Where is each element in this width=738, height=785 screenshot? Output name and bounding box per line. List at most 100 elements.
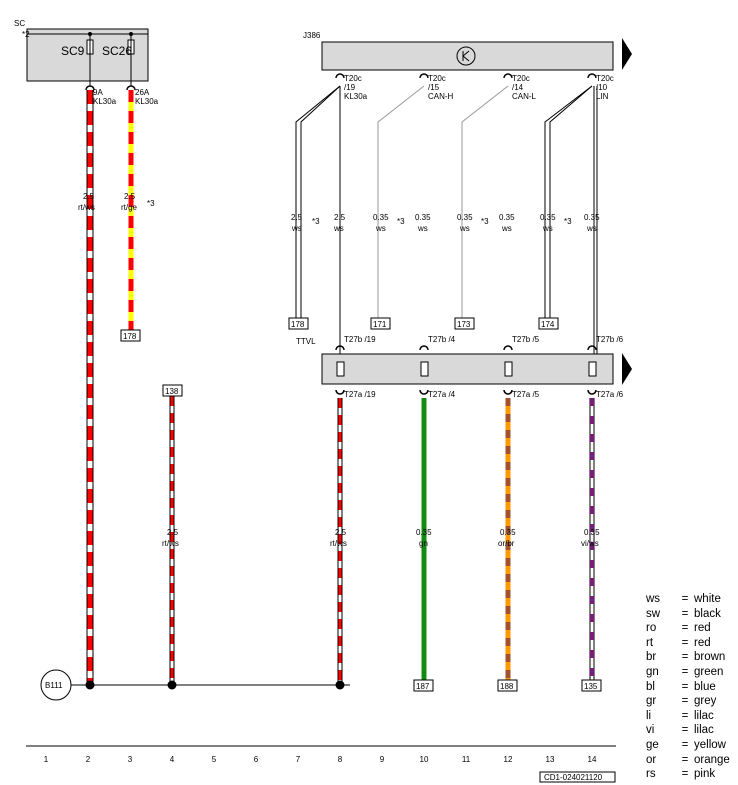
legend-row: ws=white (646, 593, 721, 605)
legend-row: bl=blue (646, 680, 716, 693)
j386-pin-connectors (335, 73, 597, 79)
fuse-sc26-label: SC26 (102, 44, 132, 58)
legend-row: li=lilac (646, 709, 714, 722)
wire-color-label: rt/ge (121, 203, 138, 212)
j386-pin-19-num: /19 (344, 83, 356, 92)
fuse-pin-26a: 26A (135, 88, 150, 97)
wire-color-label: ws (542, 224, 553, 233)
svg-text:9: 9 (380, 755, 385, 764)
wire-color-label: ws (586, 224, 597, 233)
j386-pin-15-num: /15 (428, 83, 440, 92)
wire-color-label: or/br (498, 539, 515, 548)
svg-text:12: 12 (504, 755, 513, 764)
legend-row: ro=red (646, 622, 711, 635)
ttvl-connector (321, 345, 632, 395)
j386-pin-10-num: /10 (596, 83, 608, 92)
reference-number: 138 (165, 387, 179, 396)
j386-pin-15-signal: CAN-H (428, 92, 454, 101)
j386-pin-10: T20c (596, 74, 614, 83)
svg-text:8: 8 (338, 755, 343, 764)
legend-row: sw=black (646, 607, 721, 620)
j386-pin-14-num: /14 (512, 83, 524, 92)
column-numbers: 1 2 3 4 5 6 7 8 9 10 11 12 13 14 (44, 755, 597, 764)
wire-color-label: ws (459, 224, 470, 233)
wire-color-label: ws (333, 224, 344, 233)
j386-control-unit (321, 38, 632, 71)
legend-row: vi=lilac (646, 724, 714, 737)
j386-pin-19-signal: KL30a (344, 92, 368, 101)
wire-color-label: rt/ws (78, 203, 95, 212)
sc-footnote-mark: *2 (22, 30, 30, 39)
legend-row: rs=pink (646, 768, 716, 781)
wire-color-label: ws (291, 224, 302, 233)
ground-label: B111 (45, 681, 63, 690)
fuse-sc9-label: SC9 (61, 44, 85, 58)
legend-row: gn=green (646, 665, 724, 678)
reference-number: 174 (541, 320, 555, 329)
svg-text:6: 6 (254, 755, 259, 764)
wire-size-label: 2.5 (334, 213, 346, 222)
sc-fuse-box (26, 28, 149, 86)
wire-color-label: ws (417, 224, 428, 233)
fuse-pin-connectors (85, 85, 136, 91)
footnote-mark: *3 (147, 199, 155, 208)
fuse-pin-9a-term: KL30a (93, 97, 117, 106)
legend-row: gr=grey (646, 695, 717, 708)
sc-label: SC (14, 19, 25, 28)
wire-size-label: 2.5 (335, 528, 347, 537)
fuse-pin-26a-term: KL30a (135, 97, 159, 106)
wire-size-label: 0.35 (584, 213, 600, 222)
wire-size-label: 0.35 (415, 213, 431, 222)
legend-row: br=brown (646, 651, 726, 664)
color-code-legend: ws=white sw=black ro=red rt=red br=brown… (646, 592, 730, 782)
ground-point-b111 (40, 669, 350, 701)
ttvl-pin-bottom: T27a /6 (596, 390, 624, 399)
fuse-pin-9a: 9A (93, 88, 103, 97)
wire-size-label: 0.35 (499, 213, 515, 222)
wire-size-label: 2.5 (124, 192, 136, 201)
ttvl-pin-top: T27b /6 (596, 335, 624, 344)
legend-row: ge=yellow (646, 738, 726, 751)
wire-color-label: rt/ws (330, 539, 347, 548)
j386-label: J386 (303, 31, 321, 40)
svg-text:2: 2 (86, 755, 91, 764)
legend-row: or=orange (646, 753, 730, 766)
svg-text:3: 3 (128, 755, 133, 764)
j386-pin-19: T20c (344, 74, 362, 83)
svg-text:14: 14 (588, 755, 597, 764)
j386-pin-15: T20c (428, 74, 446, 83)
svg-text:4: 4 (170, 755, 175, 764)
svg-text:10: 10 (420, 755, 429, 764)
j386-pin-14-signal: CAN-L (512, 92, 537, 101)
wire-size-label: 2.5 (291, 213, 303, 222)
wire-size-label: 0.35 (584, 528, 600, 537)
j386-pin-14: T20c (512, 74, 530, 83)
wire-color-label: ws (375, 224, 386, 233)
svg-text:7: 7 (296, 755, 301, 764)
reference-number: 178 (291, 320, 305, 329)
ttvl-pin-top: T27b /5 (512, 335, 540, 344)
diagram-id: CD1-024021120 (544, 773, 603, 782)
svg-text:5: 5 (212, 755, 217, 764)
wire-color-label: rt/ws (162, 539, 179, 548)
ttvl-pin-top: T27b /19 (344, 335, 376, 344)
footnote-mark: *3 (397, 217, 405, 226)
footnote-mark: *3 (481, 217, 489, 226)
wire-size-label: 2.5 (167, 528, 179, 537)
footnote-mark: *3 (564, 217, 572, 226)
ttvl-pin-bottom: T27a /4 (428, 390, 456, 399)
wire-color-label: gn (419, 539, 428, 548)
svg-text:1: 1 (44, 755, 49, 764)
wire-size-label: 0.35 (500, 528, 516, 537)
wire-size-label: 0.35 (416, 528, 432, 537)
diagram-id-box (539, 771, 616, 783)
white-wires-upper (295, 85, 598, 358)
reference-number: 178 (123, 332, 137, 341)
reference-number: 135 (584, 682, 598, 691)
wire-size-label: 2.5 (83, 192, 95, 201)
ttvl-pin-bottom: T27a /5 (512, 390, 540, 399)
j386-pin-10-signal: LIN (596, 92, 609, 101)
wire-color-label: vi/ws (581, 539, 599, 548)
ttvl-pin-bottom: T27a /19 (344, 390, 376, 399)
